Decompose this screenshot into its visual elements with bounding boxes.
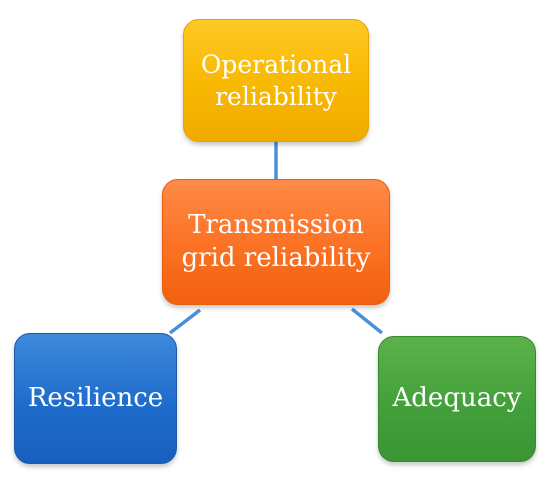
operational-reliability-label: Operational reliability (201, 49, 351, 113)
transmission-label-line-1: Transmission (188, 209, 364, 240)
operational-reliability-node: Operational reliability (183, 19, 369, 142)
connector-transmission-adequacy (350, 307, 384, 335)
resilience-node: Resilience (14, 333, 177, 464)
connector-transmission-resilience (168, 308, 202, 335)
adequacy-node: Adequacy (378, 336, 536, 462)
operational-label-line-1: Operational (200, 49, 352, 79)
adequacy-label: Adequacy (392, 383, 522, 414)
operational-label-line-2: reliability (215, 81, 337, 111)
resilience-label: Resilience (27, 382, 164, 413)
transmission-grid-reliability-node: Transmission grid reliability (162, 179, 390, 305)
transmission-label-line-2: grid reliability (181, 243, 371, 273)
transmission-grid-reliability-label: Transmission grid reliability (182, 209, 371, 276)
